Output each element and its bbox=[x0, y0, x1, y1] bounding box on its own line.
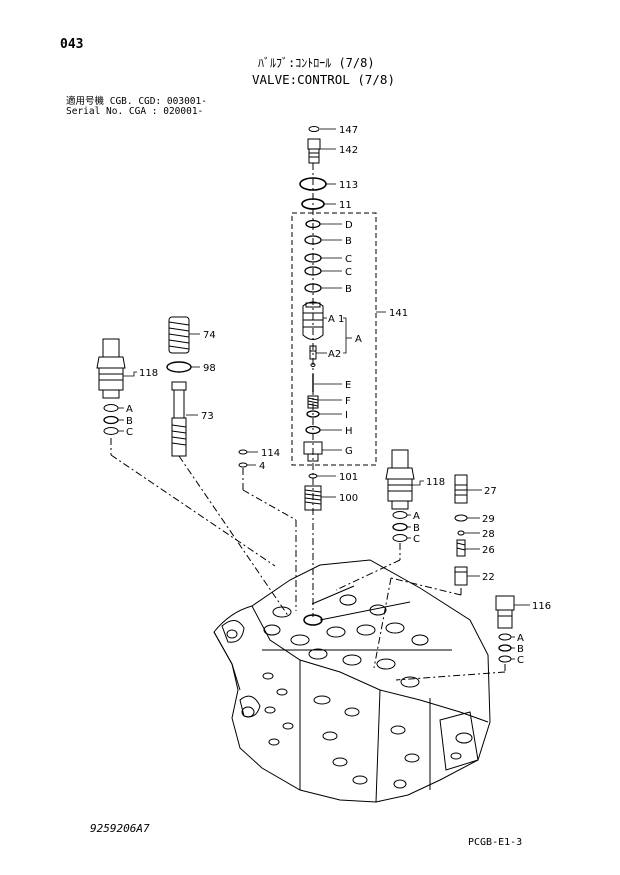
callout-C-1: C bbox=[345, 254, 352, 265]
part-116-relief bbox=[495, 595, 515, 629]
callout-113: 113 bbox=[339, 180, 358, 191]
part-147-ring bbox=[308, 126, 320, 132]
callout-A-left: A bbox=[126, 404, 133, 415]
callout-C-left: C bbox=[126, 427, 133, 438]
ring-C-right bbox=[392, 534, 408, 542]
callout-141: 141 bbox=[389, 308, 408, 319]
page-number: 043 bbox=[60, 37, 84, 52]
callout-22: 22 bbox=[482, 572, 495, 583]
callout-11: 11 bbox=[339, 200, 352, 211]
callout-73: 73 bbox=[201, 411, 214, 422]
callout-E: E bbox=[345, 380, 351, 391]
callout-101: 101 bbox=[339, 472, 358, 483]
callout-4: 4 bbox=[259, 461, 265, 472]
callout-27: 27 bbox=[484, 486, 497, 497]
part-28-ring bbox=[457, 530, 465, 536]
title-japanese: ﾊﾞﾙﾌﾞ:ｺﾝﾄﾛｰﾙ (7/8) bbox=[258, 56, 375, 70]
callout-A-right: A bbox=[413, 511, 420, 522]
callout-142: 142 bbox=[339, 145, 358, 156]
callout-A1: A 1 bbox=[328, 314, 344, 325]
callout-I: I bbox=[345, 410, 348, 421]
part-98-ring bbox=[166, 361, 192, 373]
control-valve-body bbox=[213, 559, 491, 803]
callout-F: F bbox=[345, 396, 351, 407]
part-114-ring bbox=[238, 449, 248, 455]
part-26-spring bbox=[456, 539, 466, 557]
callout-29: 29 bbox=[482, 514, 495, 525]
valve-body-ports bbox=[226, 594, 473, 789]
alignment-lines bbox=[110, 163, 506, 681]
callout-C-116: C bbox=[517, 655, 524, 666]
part-73-spool bbox=[171, 381, 187, 457]
callout-B-1: B bbox=[345, 236, 352, 247]
ring-A-116 bbox=[498, 633, 512, 641]
applicability-line-1: 適用号機 CGB. CGD: 003001- bbox=[66, 96, 207, 107]
callout-A-116: A bbox=[517, 633, 524, 644]
part-22-poppet bbox=[454, 566, 468, 586]
ring-H bbox=[305, 425, 321, 435]
ring-A-left bbox=[103, 404, 119, 412]
callout-98: 98 bbox=[203, 363, 216, 374]
ring-A-right bbox=[392, 511, 408, 519]
sheet-code: PCGB-E1-3 bbox=[468, 837, 523, 848]
callout-C-2: C bbox=[345, 267, 352, 278]
callout-118-left: 118 bbox=[139, 368, 158, 379]
part-4-ring bbox=[238, 462, 248, 468]
callout-B-2: B bbox=[345, 284, 352, 295]
ring-B-right bbox=[392, 522, 408, 532]
part-118-relief-right bbox=[385, 449, 415, 510]
callout-147: 147 bbox=[339, 125, 358, 136]
part-118-relief-left bbox=[96, 338, 126, 399]
callout-B-left: B bbox=[126, 416, 133, 427]
callout-G: G bbox=[345, 446, 353, 457]
part-74-spring bbox=[168, 316, 190, 354]
ring-B-left bbox=[103, 415, 119, 425]
callout-B-right: B bbox=[413, 523, 420, 534]
callout-74: 74 bbox=[203, 330, 216, 341]
title-english: VALVE:CONTROL (7/8) bbox=[252, 72, 395, 87]
callout-28: 28 bbox=[482, 529, 495, 540]
callout-114: 114 bbox=[261, 448, 280, 459]
callout-100: 100 bbox=[339, 493, 358, 504]
callout-A: A bbox=[355, 334, 362, 345]
ring-C-left bbox=[103, 427, 119, 435]
callout-H: H bbox=[345, 426, 353, 437]
callout-26: 26 bbox=[482, 545, 495, 556]
applicability-line-2: Serial No. CGA : 020001- bbox=[66, 106, 204, 117]
leader-lines bbox=[118, 128, 530, 660]
part-27-plug bbox=[454, 474, 468, 504]
callout-116: 116 bbox=[532, 601, 551, 612]
ring-B-116 bbox=[498, 644, 512, 652]
drawing-code: 9259206A7 bbox=[90, 822, 150, 835]
callout-D: D bbox=[345, 220, 353, 231]
assembly-141-box bbox=[291, 212, 377, 466]
part-29-ring bbox=[454, 514, 468, 522]
callout-118-right: 118 bbox=[426, 477, 445, 488]
part-142-plug bbox=[307, 138, 321, 164]
callout-B-116: B bbox=[517, 644, 524, 655]
callout-labels: 147 142 113 11 D B C C B A 1 A A2 141 E … bbox=[126, 125, 551, 666]
callout-A2: A2 bbox=[328, 349, 341, 360]
ring-C-116 bbox=[498, 655, 512, 663]
callout-C-right: C bbox=[413, 534, 420, 545]
